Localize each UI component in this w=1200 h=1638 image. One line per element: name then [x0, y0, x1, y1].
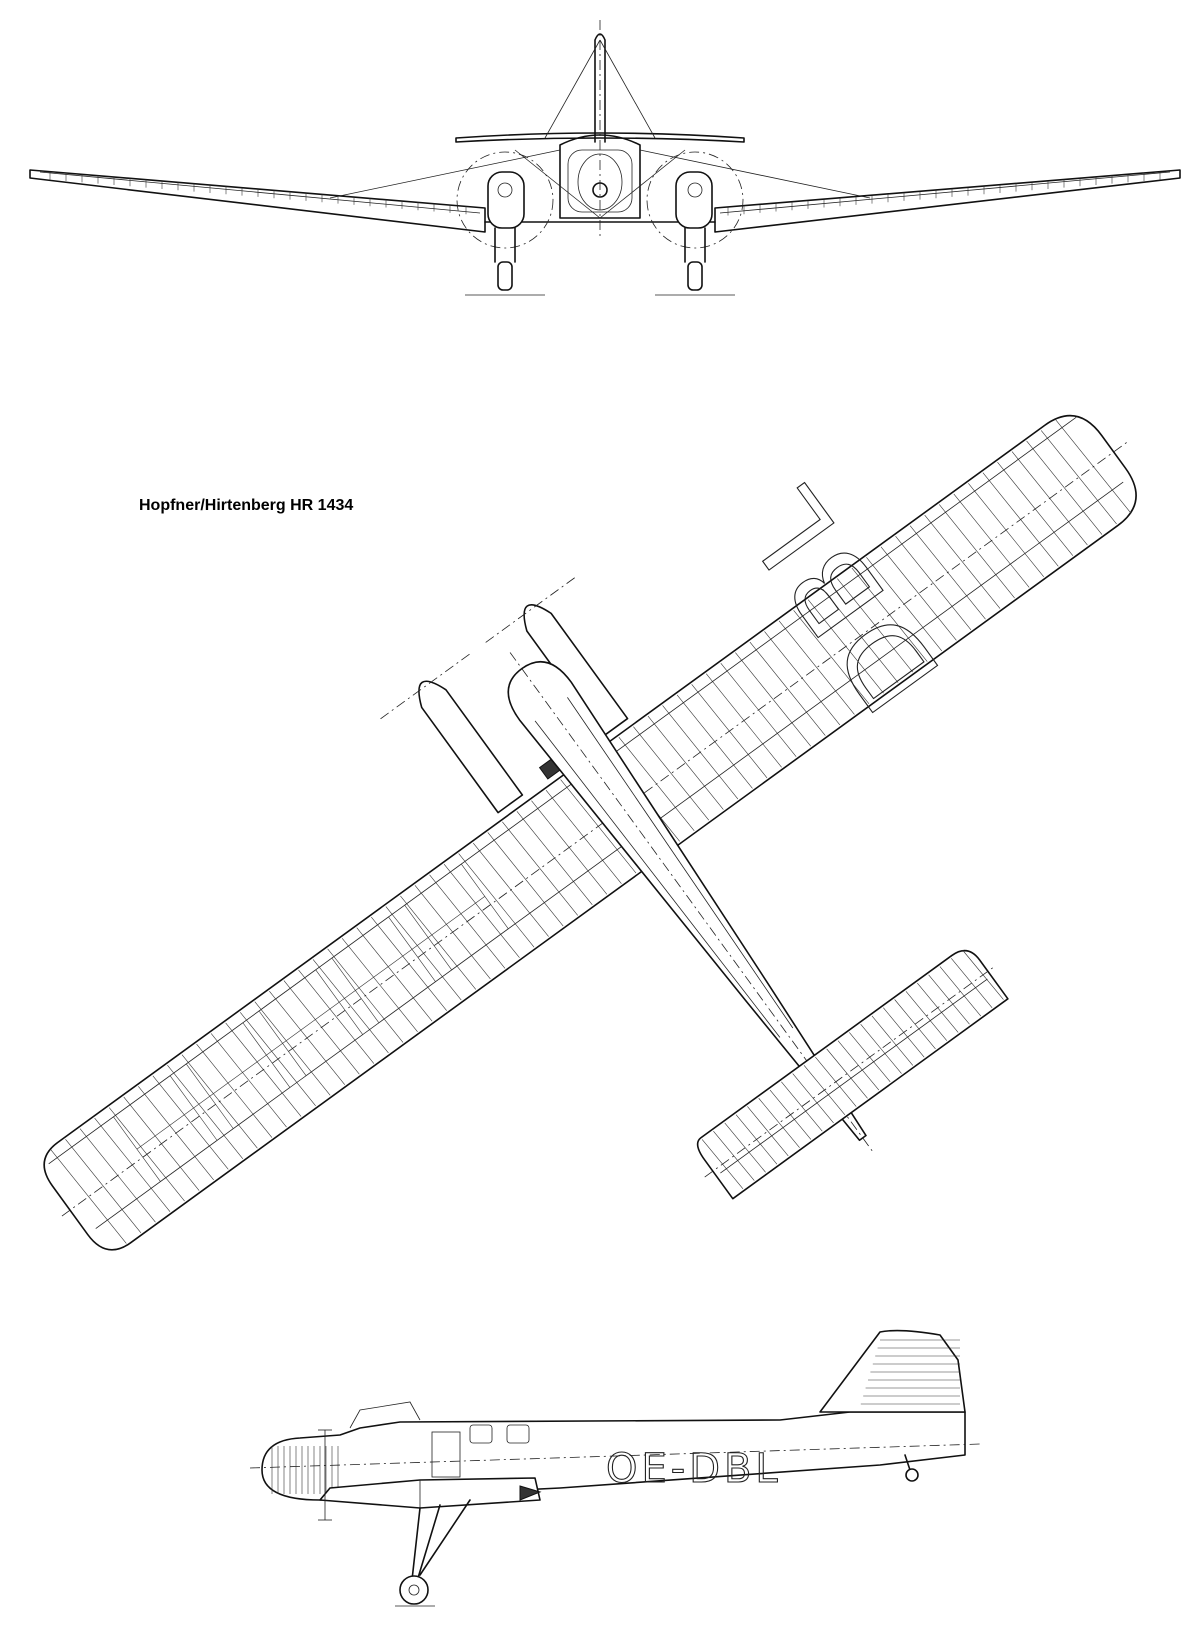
front-view-wing	[29, 169, 1181, 233]
front-view-engine-left	[456, 151, 554, 296]
side-view-fuselage: OE-DBL	[249, 1329, 981, 1501]
right-nacelle	[523, 604, 629, 737]
side-view-landing-gear	[395, 1454, 919, 1607]
side-view-fin	[819, 1329, 966, 1413]
side-view-propeller	[318, 1429, 332, 1521]
front-view-fuselage	[329, 20, 871, 240]
left-nacelle	[418, 680, 524, 814]
fuselage-registration: OE-DBL	[606, 1446, 782, 1492]
front-view-engine-right	[646, 151, 744, 296]
plan-view-fuselage	[507, 652, 875, 1155]
plan-view-tailplane	[696, 949, 1009, 1200]
aircraft-title: Hopfner/Hirtenberg HR 1434	[139, 497, 354, 514]
